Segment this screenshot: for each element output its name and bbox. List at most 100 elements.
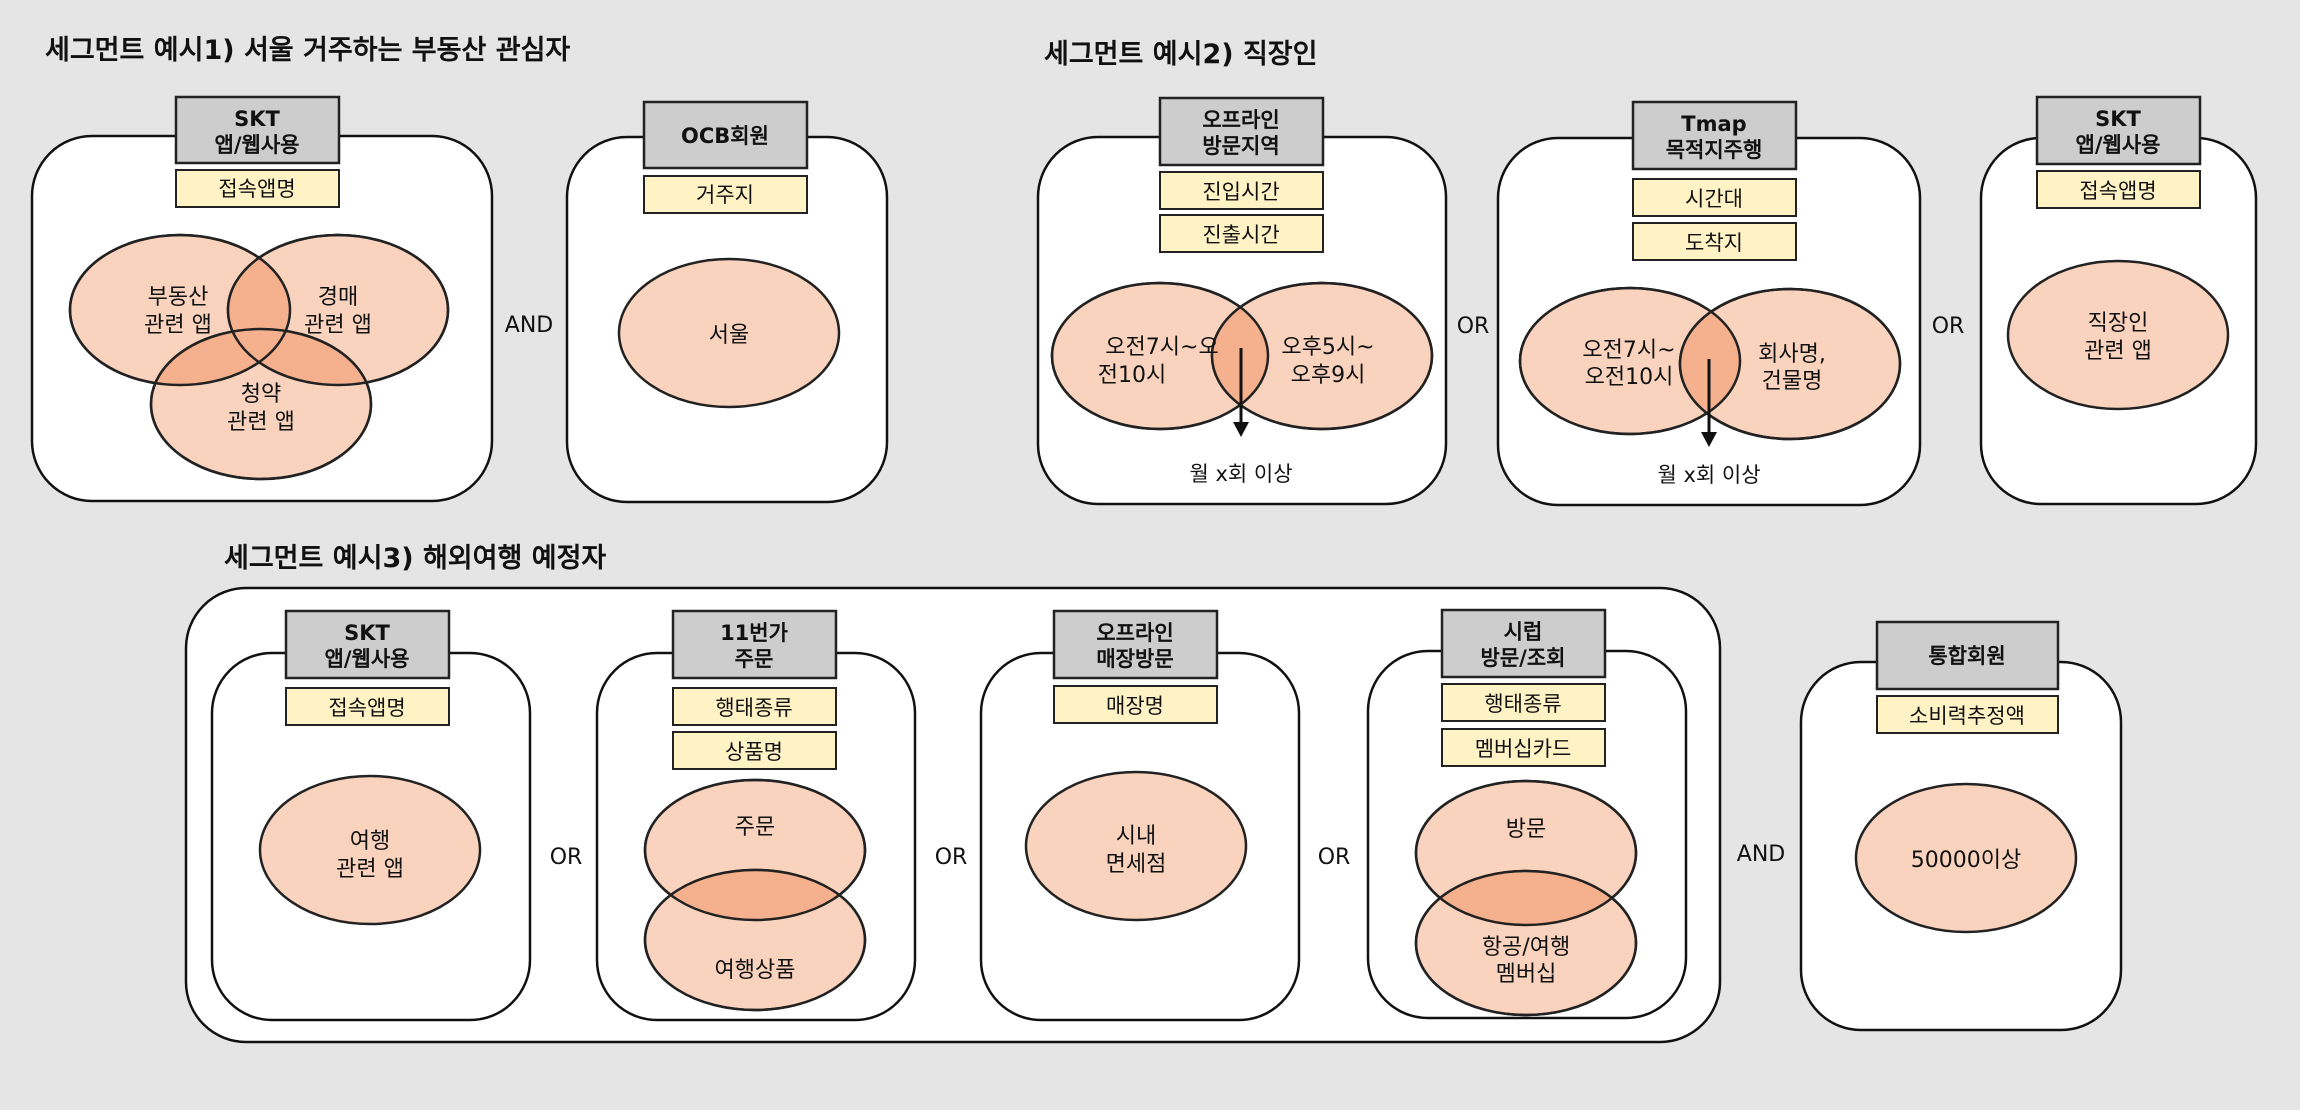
seg3-or-operator-2: OR [935,845,968,870]
seg3-11st-header-l2: 주문 [735,647,774,671]
seg2-offline-morning-l2: 전10시 [1098,363,1166,388]
seg1-skt-header-l2: 앱/웹사용 [215,133,300,157]
seg3-offline-header-l1: 오프라인 [1096,621,1173,645]
seg1-seoul-circle [617,257,841,409]
seg3-skt-tag [285,687,450,726]
seg2-or-operator-1: OR [1457,314,1490,339]
seg2-offline-header [1158,96,1325,167]
seg3-or-operator-1: OR [550,845,583,870]
seg3-skt-header-l2: 앱/웹사용 [325,647,410,671]
seg3-skt-group: SKT 앱/웹사용 접속앱명 여행 관련 앱 [210,609,532,1022]
seg1-skt-group: SKT 앱/웹사용 접속앱명 부동산 관련 앱 경매 관련 앱 청약 관련 앱 [30,95,494,503]
seg3-travel-app-circle [258,774,482,926]
seg2-skt-header [2035,95,2202,166]
seg2-offline-tag-2 [1159,214,1324,253]
seg3-syrup-tag-1 [1441,683,1606,722]
seg2-tmap-header [1631,100,1798,171]
seg3-syrup-overlap [1416,871,1636,925]
seg3-travel-product-label: 여행상품 [715,958,796,983]
seg1-subscription-l2: 관련 앱 [227,410,295,435]
seg1-realestate-l1: 부동산 [148,285,209,310]
seg3-11st-tag-2-label: 상품명 [725,740,783,764]
seg2-offline-header-l2: 방문지역 [1202,134,1279,158]
seg1-overlap-bc [228,329,371,385]
seg3-outer-box [184,586,1722,1044]
seg2-tmap-tag-1-label: 시간대 [1685,187,1743,211]
seg3-title: 세그먼트 예시3) 해외여행 예정자 [224,543,606,574]
seg3-11st-header [671,609,838,680]
seg3-syrup-tag-2-label: 멤버십카드 [1475,737,1572,761]
seg2-skt-header-l2: 앱/웹사용 [2076,133,2161,157]
seg2-offline-tag-1-label: 진입시간 [1202,180,1279,204]
seg1-and-operator: AND [505,313,553,338]
seg1-ocb-tag-label: 거주지 [696,183,754,207]
seg3-offline-header [1052,609,1219,680]
seg2-tmap-tag-2-label: 도착지 [1685,231,1743,255]
seg2-title: 세그먼트 예시2) 직장인 [1044,39,1318,70]
seg2-worker-app-l2: 관련 앱 [2084,339,2152,364]
seg3-syrup-header [1440,608,1607,679]
seg1-skt-tag [175,169,340,208]
seg3-11st-tag-1-label: 행태종류 [715,696,792,720]
seg1-ocb-header-l1: OCB회원 [681,124,769,148]
seg3-syrup-tag-2 [1441,728,1606,767]
seg1-overlap-ac [151,329,290,385]
seg2-tmap-company-l1: 회사명, [1758,342,1826,367]
seg3-11st-overlap [645,870,865,920]
seg3-11st-group: 11번가 주문 행태종류 상품명 주문 여행상품 [595,609,917,1022]
seg2-tmap-time-l1: 오전7시~ [1582,338,1675,363]
seg3-spending-label: 50000이상 [1911,848,2021,873]
seg3-syrup-tag-1-label: 행태종류 [1484,692,1561,716]
seg1-realestate-l2: 관련 앱 [144,313,212,338]
seg1-ocb-tag [643,175,808,214]
seg2-offline-tag-1 [1159,171,1324,210]
seg3-11st-header-l1: 11번가 [720,621,789,645]
seg3-travel-app-l2: 관련 앱 [336,857,404,882]
seg2-skt-tag [2036,170,2201,209]
seg3-travel-app-l1: 여행 [350,829,390,854]
seg3-member-group: 통합회원 소비력추정액 50000이상 [1799,620,2123,1032]
seg1-ocb-group: OCB회원 거주지 서울 [565,100,889,504]
seg3-11st-tag-2 [672,731,837,770]
seg1-subscription-l1: 청약 [241,382,281,407]
seg3-offline-group: 오프라인 매장방문 매장명 시내 면세점 [979,609,1301,1022]
seg3-offline-header-l2: 매장방문 [1096,647,1173,671]
seg3-visit-label: 방문 [1506,817,1546,842]
seg3-offline-tag-label: 매장명 [1106,694,1164,718]
seg2-tmap-header-l2: 목적지주행 [1666,138,1763,162]
seg2-skt-group: SKT 앱/웹사용 접속앱명 직장인 관련 앱 [1979,95,2258,506]
seg3-offline-tag [1053,685,1218,724]
seg2-or-operator-2: OR [1932,314,1965,339]
seg2-tmap-group: Tmap 목적지주행 시간대 도착지 오전7시~ 오전10시 회사명, 건물명 … [1496,100,1922,507]
seg3-and-operator: AND [1737,842,1785,867]
seg2-offline-group: 오프라인 방문지역 진입시간 진출시간 오전7시~오 전10시 오후5시~ 오후… [1036,96,1448,506]
seg3-membership-l1: 항공/여행 [1482,935,1570,960]
seg1-title: 세그먼트 예시1) 서울 거주하는 부동산 관심자 [45,35,570,66]
seg3-syrup-group: 시럽 방문/조회 행태종류 멤버십카드 방문 항공/여행 멤버십 [1366,608,1688,1020]
seg2-skt-tag-label: 접속앱명 [2079,179,2156,203]
seg3-dutyfree-l2: 면세점 [1106,852,1167,877]
seg2-offline-arrowhead [1233,422,1249,437]
seg2-tmap-note: 월 x회 이상 [1657,463,1760,487]
seg1-auction-l1: 경매 [318,285,358,310]
seg1-skt-tag-label: 접속앱명 [218,177,295,201]
seg1-seoul-label: 서울 [709,323,749,348]
seg3-syrup-header-l1: 시럽 [1504,620,1543,644]
seg3-dutyfree-circle [1024,770,1248,922]
seg3-or-operator-3: OR [1318,845,1351,870]
seg3-skt-header-l1: SKT [344,621,390,645]
seg2-offline-morning-l1: 오전7시~오 [1105,335,1218,360]
seg2-offline-evening-l2: 오후9시 [1291,363,1366,388]
seg2-worker-app-l1: 직장인 [2088,311,2149,336]
seg2-worker-app-circle [2006,259,2230,411]
seg2-offline-evening-l1: 오후5시~ [1281,335,1374,360]
seg3-member-tag-label: 소비력추정액 [1909,704,2025,728]
seg2-tmap-tag-1 [1632,178,1797,217]
seg1-ocb-header [642,100,809,170]
seg3-skt-header [284,609,451,680]
seg2-tmap-tag-2 [1632,222,1797,261]
seg2-tmap-header-l1: Tmap [1681,112,1746,136]
seg2-offline-tag-2-label: 진출시간 [1202,223,1279,247]
seg1-skt-header [174,95,341,165]
